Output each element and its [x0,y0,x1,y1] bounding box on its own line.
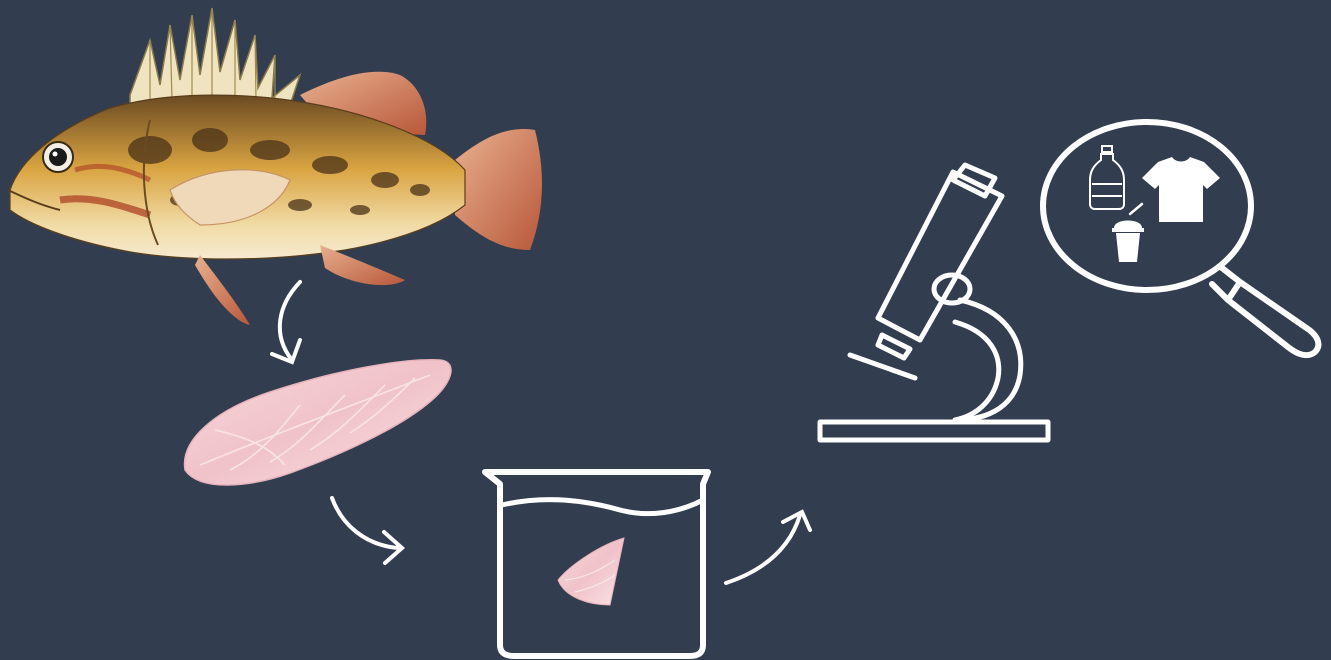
plastic-bottle-icon [1090,146,1124,209]
t-shirt-icon [1142,157,1220,222]
arrow-beaker-to-microscope [726,512,810,583]
magnifier-lens [1043,122,1251,290]
beaker-with-tissue-icon [485,472,708,656]
fish-fillet [185,360,451,485]
rockfish-illustration [8,8,542,325]
tail-fin [455,129,542,250]
magnifier-with-plastic-items-icon [1043,122,1318,355]
drink-cup-icon [1112,204,1144,262]
arrow-fish-to-fillet [272,282,300,362]
microscope-icon [820,165,1048,440]
tissue-sample [558,538,624,605]
arrow-fillet-to-beaker [332,498,402,563]
magnifier-handle [1212,268,1318,355]
